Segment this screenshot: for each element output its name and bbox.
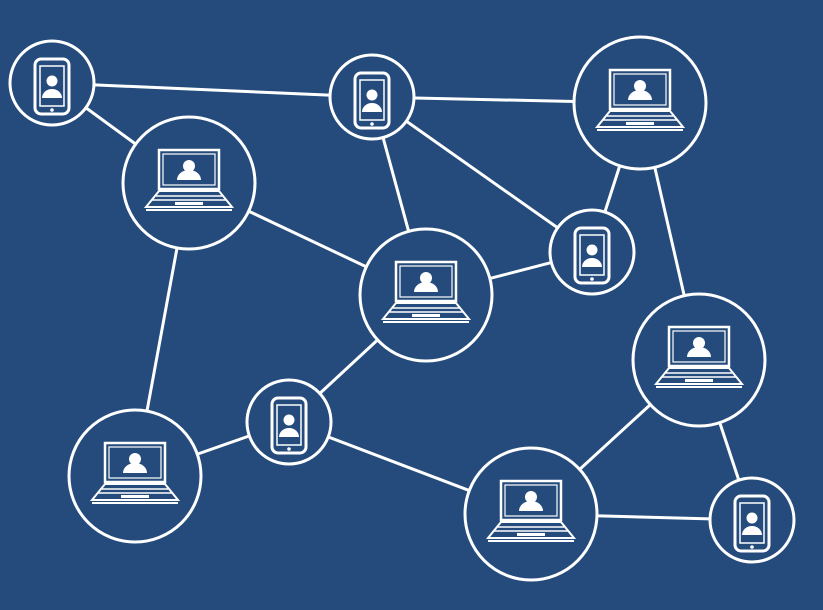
phone-node [328,53,416,141]
node-circle [121,115,257,251]
laptop-node [572,35,708,171]
phone-node [8,39,96,127]
laptop-node [121,115,257,251]
smartphone-icon [33,57,71,116]
node-circle [463,446,599,582]
laptop-node [631,292,767,428]
smartphone-icon [733,494,771,553]
user-icon [46,75,58,87]
user-icon [586,244,598,256]
connection-line [51,81,373,99]
node-circle [572,35,708,171]
laptop-node [463,446,599,582]
laptop-icon [89,441,181,504]
user-icon [283,414,295,426]
laptop-node [67,408,203,544]
smartphone-icon [353,71,391,130]
user-icon [693,337,705,349]
node-circle [67,408,203,544]
user-icon [183,160,195,172]
user-icon [366,89,378,101]
phone-node [245,378,333,466]
user-icon [129,453,141,465]
laptop-icon [485,479,577,542]
user-icon [746,512,758,524]
laptop-icon [594,68,686,131]
smartphone-icon [270,396,308,455]
phone-node [708,476,796,564]
smartphone-icon [573,226,611,285]
node-circle [358,227,494,363]
laptop-icon [653,325,745,388]
user-icon [420,272,432,284]
laptop-icon [380,260,472,323]
laptop-icon [143,148,235,211]
node-circle [631,292,767,428]
user-icon [634,80,646,92]
laptop-node [358,227,494,363]
connection-line [371,95,593,254]
user-icon [525,491,537,503]
phone-node [548,208,636,296]
